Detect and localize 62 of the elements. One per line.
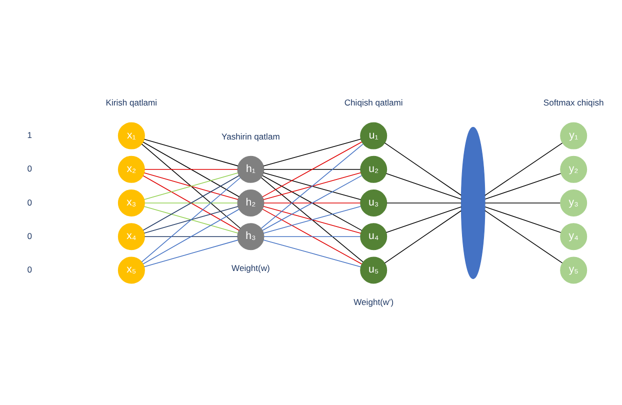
connector [484, 202, 561, 203]
connector [484, 210, 563, 263]
node-circle: y₃ [560, 188, 588, 216]
connector [262, 208, 362, 264]
connector [144, 206, 238, 234]
node-circle: h₂ [237, 188, 264, 216]
node-circle: h₃ [237, 222, 264, 250]
node-circle: x₃ [118, 188, 145, 216]
connector [384, 142, 462, 196]
connector [260, 143, 364, 228]
connector [144, 239, 238, 267]
node-circle: h₁ [237, 155, 264, 182]
connector [141, 143, 241, 228]
connector [260, 176, 364, 262]
node-circle: x₅ [118, 256, 145, 284]
connector [386, 206, 462, 232]
connector [484, 172, 562, 200]
connector [264, 168, 361, 170]
node-circle: y₄ [560, 222, 588, 250]
label: 1 [27, 130, 32, 140]
connector [262, 174, 362, 230]
connector [142, 141, 240, 197]
connector [386, 202, 462, 203]
connector [144, 168, 238, 170]
node-circle: y₅ [560, 256, 588, 284]
connector [263, 205, 362, 234]
connector [386, 172, 462, 200]
label: 0 [27, 230, 32, 240]
connector [142, 208, 240, 264]
node-circle: u₁ [360, 122, 388, 149]
connector [263, 239, 362, 267]
node-circle: u₅ [360, 256, 388, 284]
label: Weight(w′) [354, 296, 394, 306]
node-circle: y₂ [560, 155, 588, 182]
connector [142, 174, 240, 230]
node-circle: x₁ [118, 122, 145, 149]
label: Weight(w) [232, 262, 270, 273]
connector [262, 141, 362, 197]
label: 0 [27, 163, 32, 174]
connector [264, 202, 361, 203]
label: Yashirin qatlam [222, 130, 280, 141]
node-circle: x₂ [118, 155, 145, 182]
node-circle: u₄ [360, 222, 388, 250]
connector [484, 142, 563, 196]
node-circle: y₁ [560, 122, 588, 149]
label: 0 [27, 264, 32, 274]
node-circle: u₃ [360, 188, 388, 216]
node-ellipse [460, 126, 486, 279]
label: Softmax chiqish [543, 97, 604, 108]
label: Chiqish qatlami [344, 97, 403, 108]
connector [263, 138, 362, 166]
connector [484, 206, 562, 232]
label: 0 [27, 196, 32, 207]
connector [144, 172, 238, 200]
connector [263, 172, 362, 200]
connector [141, 176, 241, 262]
node-circle: x₄ [118, 222, 145, 250]
connector [144, 138, 238, 166]
connector [384, 210, 462, 263]
node-circle: u₂ [360, 155, 388, 182]
label: Kirish qatlami [106, 97, 158, 108]
connector [144, 202, 238, 203]
